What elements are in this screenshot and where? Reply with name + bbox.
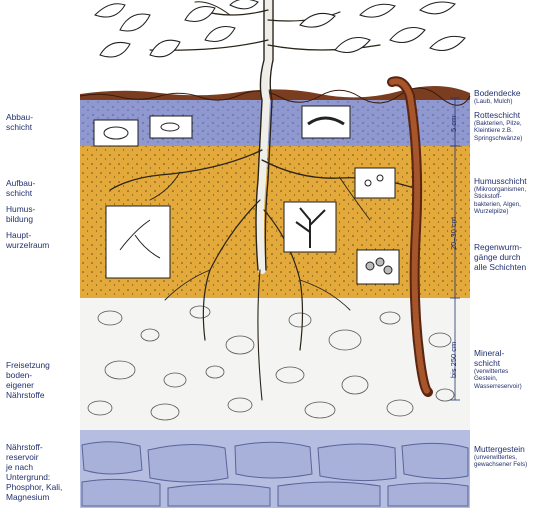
label-rotteschicht: Rotteschicht (Bakterien, Pilze, Kleintie… — [474, 110, 522, 142]
label-hauptwurzelraum: Haupt- wurzelraum — [6, 230, 49, 250]
inset-bacteria — [355, 168, 395, 198]
label-freisetzung: Freisetzung boden- eigener Nährstoffe — [6, 360, 50, 400]
label-naehrstoffreservoir: Nährstoff- reservoir je nach Untergrund:… — [6, 442, 62, 502]
label-muttergestein: Muttergestein (unverwittertes, gewachsen… — [474, 444, 527, 469]
inset-fungi — [106, 206, 170, 278]
label-humusbildung: Humus- bildung — [6, 204, 35, 224]
depth-label-20-30cm: 20–30 cm — [449, 217, 458, 250]
label-abbauschicht: Abbau- schicht — [6, 112, 33, 132]
label-humusschicht: Humusschicht (Mikroorganismen, Stickstof… — [474, 176, 527, 216]
label-mineralschicht: Mineral- schicht (verwittertes Gestein, … — [474, 348, 522, 390]
label-bodendecke: Bodendecke (Laub, Mulch) — [474, 88, 521, 105]
depth-label-5cm: 5 cm — [449, 116, 458, 132]
depth-label-250cm: bis 250 cm — [449, 342, 458, 378]
inset-algae — [357, 250, 399, 284]
label-aufbauschicht: Aufbau- schicht — [6, 178, 35, 198]
label-regenwurm: Regenwurm- gänge durch alle Schichten — [474, 242, 526, 272]
